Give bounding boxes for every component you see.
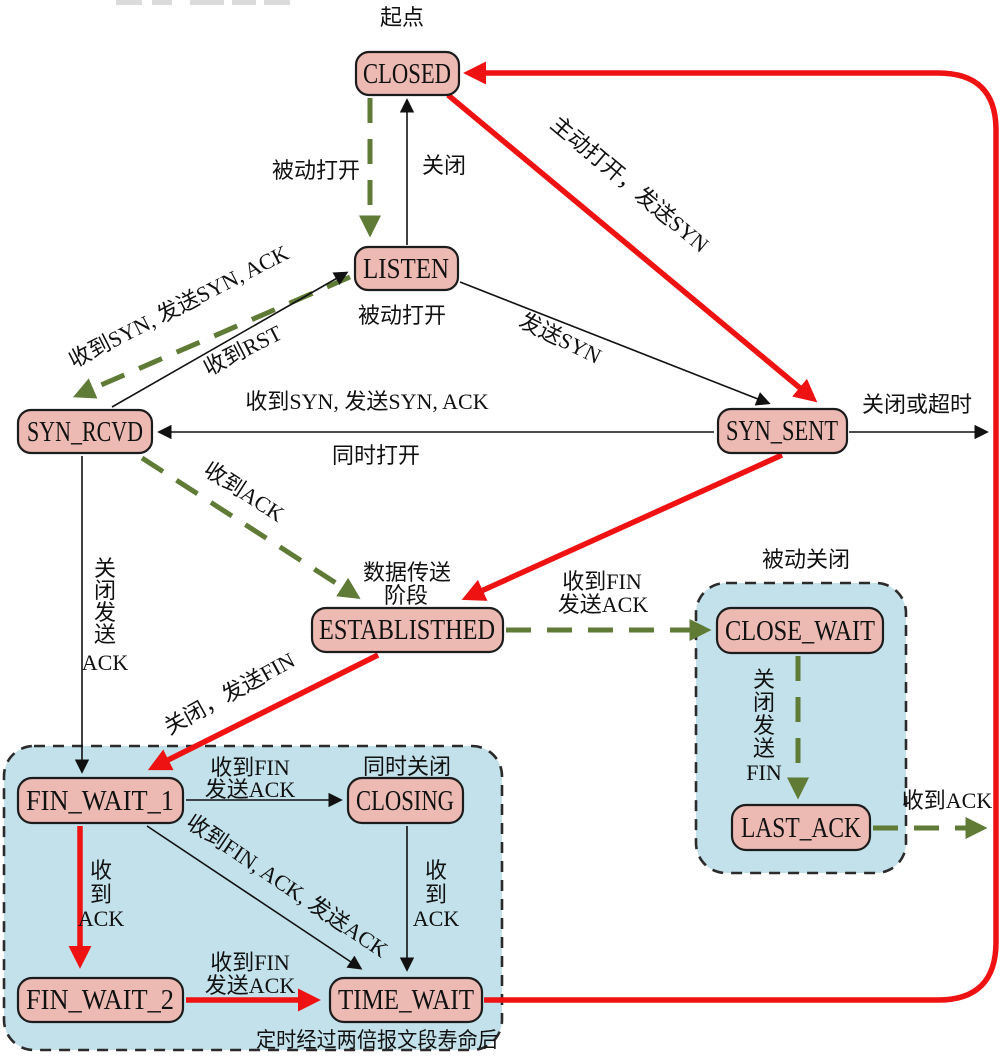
label-finwait1-to-finwait2-char2: 到: [90, 882, 112, 907]
data-transfer-note-line1: 数据传送: [363, 560, 451, 585]
edge-synsent-to-established: [461, 452, 784, 601]
label-closing-to-timewait-char3: ACK: [413, 906, 460, 931]
edge-established-to-finwait1: [147, 652, 380, 771]
start-note: 起点: [380, 5, 424, 30]
label-closing-to-timewait-char1: 收: [425, 858, 447, 883]
label-established-to-finwait1: 关闭，发送FIN: [160, 647, 299, 739]
state-closed: CLOSED: [354, 50, 461, 97]
state-fin-wait-2-label: FIN_WAIT_2: [26, 984, 174, 1016]
state-time-wait-label: TIME_WAIT: [338, 984, 474, 1016]
label-closewait-to-lastack-char5: FIN: [746, 760, 782, 785]
state-listen-label: LISTEN: [363, 253, 449, 285]
label-synrcvd-to-finwait1-char2: 闭: [94, 578, 116, 603]
state-last-ack-label: LAST_ACK: [741, 812, 861, 844]
label-closed-to-listen: 被动打开: [272, 158, 360, 183]
label-established-to-closewait-line2: 发送ACK: [558, 592, 649, 617]
label-finwait1-to-closing-line1: 收到FIN: [210, 755, 290, 780]
simultaneous-close-note: 同时关闭: [363, 754, 451, 779]
label-closewait-to-lastack-char3: 发: [753, 713, 775, 738]
state-fin-wait-1: FIN_WAIT_1: [16, 776, 185, 825]
label-synrcvd-to-finwait1-char5: ACK: [82, 650, 129, 675]
state-listen: LISTEN: [353, 245, 460, 292]
label-synrcvd-to-finwait1-char4: 送: [94, 622, 116, 647]
edge-synrcvd-to-established: [140, 455, 361, 599]
label-finwait1-to-closing-line2: 发送ACK: [205, 777, 296, 802]
label-close-or-timeout: 关闭或超时: [862, 392, 972, 417]
state-last-ack: LAST_ACK: [730, 803, 872, 852]
label-closewait-to-lastack-char2: 闭: [753, 690, 775, 715]
label-finwait1-to-finwait2-char1: 收: [90, 858, 112, 883]
label-listen-to-closed: 关闭: [422, 153, 466, 178]
state-time-wait: TIME_WAIT: [328, 976, 484, 1024]
state-syn-sent: SYN_SENT: [716, 407, 849, 455]
state-syn-rcvd: SYN_RCVD: [16, 408, 154, 455]
label-synrcvd-to-finwait1-char3: 发: [94, 600, 116, 625]
edge-listen-to-synsent: [459, 281, 771, 406]
passive-open-note: 被动打开: [358, 303, 446, 328]
passive-close-note: 被动关闭: [762, 547, 850, 572]
label-closing-to-timewait-char2: 到: [425, 882, 447, 907]
state-established-label: ESTABLISTHED: [319, 614, 495, 646]
state-closing-label: CLOSING: [356, 785, 454, 817]
label-closewait-to-lastack: 关 闭 发 送 FIN: [746, 667, 782, 785]
label-synrcvd-to-finwait1: 关 闭 发 送 ACK: [82, 556, 129, 675]
state-syn-rcvd-label: SYN_RCVD: [27, 416, 143, 448]
state-syn-sent-label: SYN_SENT: [726, 415, 838, 447]
state-closing: CLOSING: [346, 776, 465, 825]
state-close-wait: CLOSE_WAIT: [715, 606, 885, 655]
edge-closed-to-synsent: [446, 92, 818, 403]
data-transfer-note-line2: 阶段: [384, 583, 428, 608]
edge-timewait-to-closed: [463, 61, 999, 1003]
label-finwait1-to-finwait2-char3: ACK: [78, 906, 125, 931]
label-finwait2-to-timewait-line2: 发送ACK: [205, 973, 296, 998]
edge-finwait1-to-timewait: [146, 825, 363, 970]
state-fin-wait-1-label: FIN_WAIT_1: [26, 785, 174, 817]
state-close-wait-label: CLOSE_WAIT: [725, 615, 875, 647]
label-finwait1-to-finwait2: 收 到 ACK: [78, 858, 125, 931]
label-closing-to-timewait: 收 到 ACK: [413, 858, 460, 931]
label-established-to-closewait-line1: 收到FIN: [562, 569, 642, 594]
label-simultaneous-open: 同时打开: [332, 443, 420, 468]
label-synrcvd-to-established: 收到ACK: [199, 457, 289, 527]
edge-synrcvd-to-listen: [111, 271, 349, 408]
label-closewait-to-lastack-char4: 送: [753, 736, 775, 761]
label-synrcvd-to-finwait1-char1: 关: [94, 556, 116, 581]
group-passive-close-box: [694, 581, 908, 875]
label-closewait-to-lastack-char1: 关: [753, 667, 775, 692]
state-closed-label: CLOSED: [363, 58, 451, 90]
label-synsent-to-synrcvd: 收到SYN, 发送SYN, ACK: [245, 389, 488, 414]
state-established: ESTABLISTHED: [310, 606, 505, 654]
label-finwait2-to-timewait-line1: 收到FIN: [210, 950, 290, 975]
state-fin-wait-2: FIN_WAIT_2: [16, 976, 185, 1024]
cropped-text-artifact: [116, 0, 290, 5]
label-closed-to-synsent: 主动打开，发送SYN: [546, 111, 714, 258]
label-listen-to-synsent: 发送SYN: [515, 308, 605, 369]
label-lastack-to-closed: 收到ACK: [902, 788, 993, 813]
timer-note: 定时经过两倍报文段寿命后: [256, 1028, 498, 1052]
